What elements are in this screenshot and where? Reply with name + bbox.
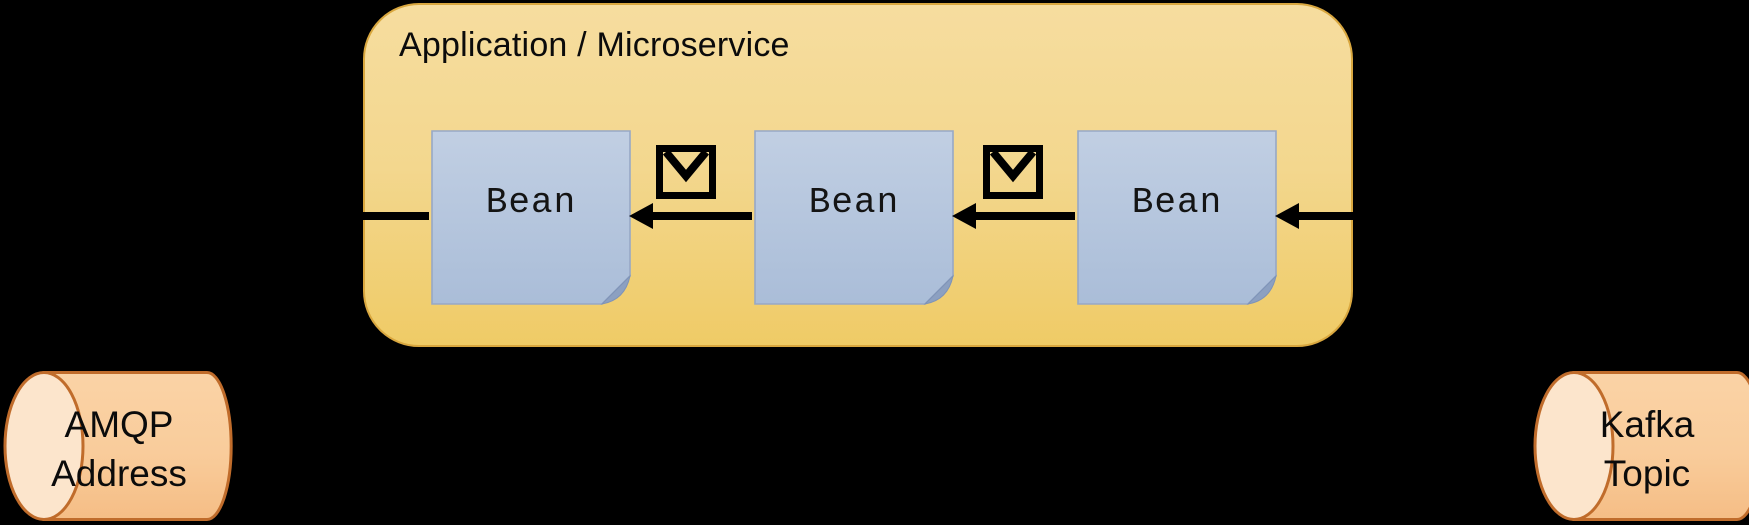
folded-note-shape bbox=[754, 130, 954, 305]
application-box: Application / Microservice Bean Bean Bea… bbox=[363, 3, 1353, 347]
arrowhead-kafka-to-bean3 bbox=[1275, 203, 1299, 229]
kafka-topic-label: Kafka Topic bbox=[1560, 400, 1734, 498]
bean-label: Bean bbox=[1131, 182, 1223, 223]
bean-node-1: Bean bbox=[431, 130, 631, 305]
amqp-label-line2: Address bbox=[51, 453, 187, 494]
envelope-icon bbox=[656, 145, 716, 199]
folded-note-shape bbox=[431, 130, 631, 305]
bean-label: Bean bbox=[485, 182, 577, 223]
bean-node-2: Bean bbox=[754, 130, 954, 305]
arrow-bean2-to-bean1 bbox=[653, 212, 752, 220]
arrowhead-bean2-to-bean1 bbox=[629, 203, 653, 229]
arrow-from-kafka-topic bbox=[1299, 212, 1530, 220]
envelope-icon bbox=[983, 145, 1043, 199]
kafka-topic-cylinder: Kafka Topic bbox=[1532, 371, 1749, 521]
arrowhead-bean3-to-bean2 bbox=[952, 203, 976, 229]
cylinder-shape bbox=[3, 371, 233, 521]
kafka-label-line1: Kafka bbox=[1599, 404, 1695, 445]
bean-label: Bean bbox=[808, 182, 900, 223]
arrow-bean3-to-bean2 bbox=[976, 212, 1075, 220]
bean-node-3: Bean bbox=[1077, 130, 1277, 305]
amqp-address-cylinder: AMQP Address bbox=[2, 371, 238, 521]
kafka-label-line2: Topic bbox=[1603, 453, 1691, 494]
folded-note-shape bbox=[1077, 130, 1277, 305]
amqp-address-label: AMQP Address bbox=[37, 400, 201, 498]
amqp-label-line1: AMQP bbox=[64, 404, 174, 445]
cylinder-shape bbox=[1533, 371, 1749, 521]
application-title: Application / Microservice bbox=[399, 26, 790, 64]
arrow-to-amqp-address bbox=[223, 212, 429, 220]
